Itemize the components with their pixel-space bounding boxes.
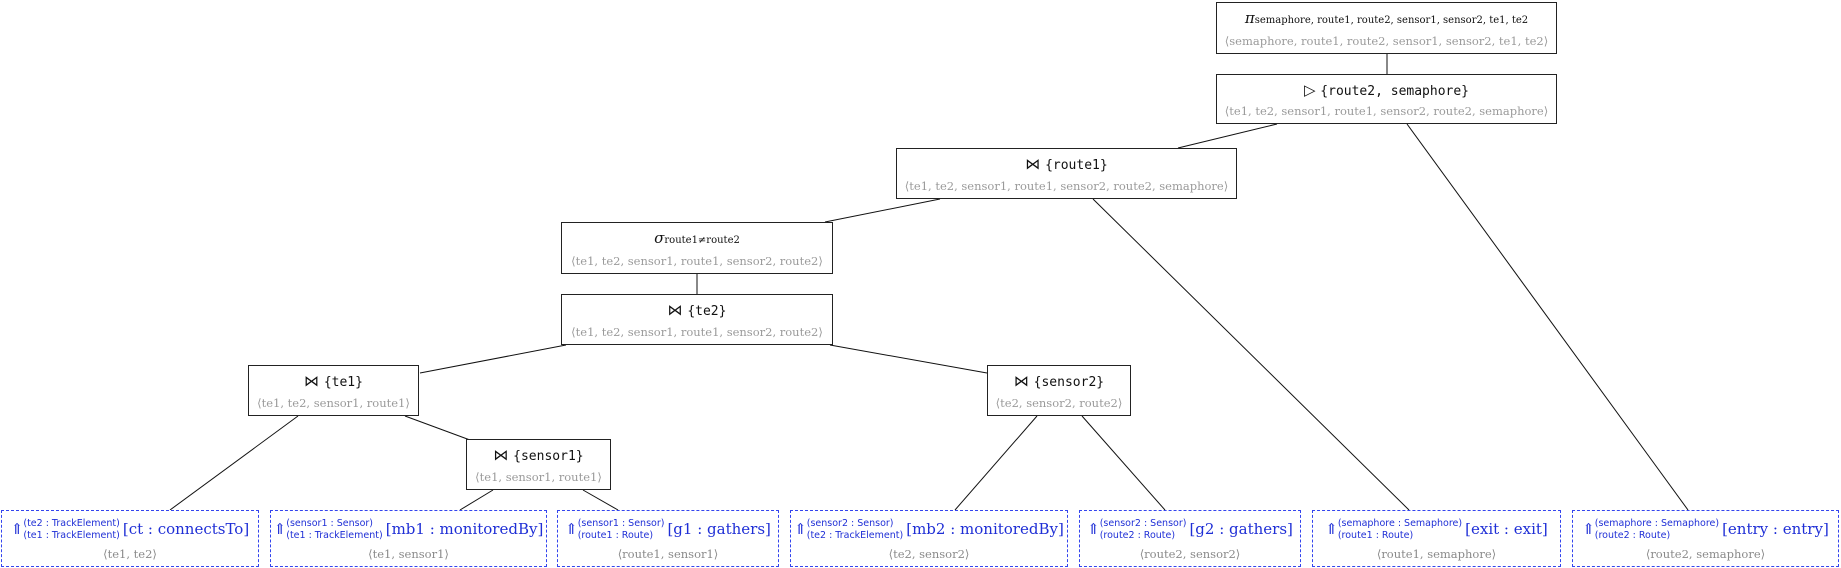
leaf-vars: ⟨te2, sensor2⟩ [888,547,970,561]
leaf-entry-entry: ⇑(semaphore : Semaphore)(route2 : Route)… [1572,510,1839,567]
leaf-down-type: (te1 : TrackElement) [23,530,120,541]
leaf-vars: ⟨route2, sensor2⟩ [1139,547,1241,561]
leaf-vars: ⟨te1, sensor1⟩ [368,547,449,561]
selection-symbol: σ [654,229,665,247]
join-te1-symbol: ⋈ [304,372,320,390]
leaf-edge-label: [g2 : gathers] [1189,520,1293,538]
join-te1-node: ⋈ {te1} ⟨te1, te2, sensor1, route1⟩ [248,365,419,416]
leaf-g2-gathers: ⇑(sensor2 : Sensor)(route2 : Route) [g2 :… [1079,510,1301,567]
leaf-up-type: (sensor2 : Sensor) [806,518,894,529]
join-route1-keys: {route1} [1045,158,1108,173]
leaf-g1-gathers: ⇑(sensor1 : Sensor)(route1 : Route) [g1 :… [557,510,779,567]
join-sensor2-node: ⋈ {sensor2} ⟨te2, sensor2, route2⟩ [987,365,1131,416]
leaf-exit-exit: ⇑(semaphore : Semaphore)(route1 : Route)… [1312,510,1561,567]
leaf-edge-label: [g1 : gathers] [667,520,771,538]
join-te2-vars: ⟨te1, te2, sensor1, route1, sensor2, rou… [571,325,823,339]
join-te2-symbol: ⋈ [667,301,683,319]
leaf-down-type: (te2 : TrackElement) [806,530,904,541]
leaf-mb1-monitoredby: ⇑(sensor1 : Sensor)(te1 : TrackElement)[… [270,510,547,567]
join-te1-vars: ⟨te1, te2, sensor1, route1⟩ [257,396,410,410]
edge-join-sensor2-leaf-g2 [1081,415,1166,511]
join-sensor1-keys: {sensor1} [513,449,584,464]
join-te2-node: ⋈ {te2} ⟨te1, te2, sensor1, route1, sens… [561,294,833,345]
join-sensor1-symbol: ⋈ [493,446,509,464]
leaf-edge-label: [mb1 : monitoredBy] [385,520,544,538]
leaf-vars: ⟨te1, te2⟩ [103,547,157,561]
leaf-edge-label: [exit : exit] [1465,520,1548,538]
leaf-down-type: (route2 : Route) [1099,530,1176,541]
leaf-up-type: (sensor1 : Sensor) [286,518,373,529]
leaf-edge-label: [ct : connectsTo] [122,520,250,538]
edge-join-route1-selection [824,198,941,223]
leaf-up-type: (te2 : TrackElement) [23,518,120,529]
join-sensor2-keys: {sensor2} [1033,375,1105,390]
antijoin-node: ▷ {route2, semaphore} ⟨te1, te2, sensor1… [1216,74,1557,124]
join-route1-symbol: ⋈ [1025,155,1041,173]
join-route1-vars: ⟨te1, te2, sensor1, route1, sensor2, rou… [904,179,1229,193]
leaf-down-type: (te1 : TrackElement) [286,530,383,541]
selection-cond: route1≠route2 [664,235,740,246]
antijoin-keys: {route2, semaphore} [1320,84,1470,99]
join-te1-keys: {te1} [323,375,363,390]
selection-node: σroute1≠route2 ⟨te1, te2, sensor1, route… [561,222,833,274]
leaf-edge-label: [entry : entry] [1722,520,1829,538]
edge-join-te2-join-te1 [419,344,567,374]
join-sensor2-symbol: ⋈ [1013,372,1029,390]
leaf-down-type: (route1 : Route) [577,530,654,541]
projection-attrs: semaphore, route1, route2, sensor1, sens… [1254,15,1529,26]
edge-join-te1-leaf-ct [169,415,299,511]
arrow-icon: ⇑ [10,520,24,538]
arrow-icon: ⇑ [565,520,578,538]
arrow-icon: ⇑ [1582,520,1595,538]
edge-join-te2-join-sensor2 [829,344,988,374]
join-route1-node: ⋈ {route1} ⟨te1, te2, sensor1, route1, s… [896,148,1237,199]
edge-join-te1-join-sensor1 [404,415,471,441]
leaf-down-type: (route2 : Route) [1594,530,1671,541]
arrow-icon: ⇑ [273,520,287,538]
leaf-up-type: (semaphore : Semaphore) [1337,518,1463,529]
selection-vars: ⟨te1, te2, sensor1, route1, sensor2, rou… [571,254,823,268]
leaf-vars: ⟨route2, semaphore⟩ [1645,547,1766,561]
join-te2-keys: {te2} [687,304,727,319]
antijoin-vars: ⟨te1, te2, sensor1, route1, sensor2, rou… [1224,104,1549,118]
join-sensor1-vars: ⟨te1, sensor1, route1⟩ [475,470,602,484]
edge-antijoin-join-route1 [1177,123,1278,149]
projection-symbol: π [1244,9,1255,27]
leaf-down-type: (route1 : Route) [1337,530,1414,541]
projection-node: πsemaphore, route1, route2, sensor1, sen… [1216,2,1557,54]
projection-vars: ⟨semaphore, route1, route2, sensor1, sen… [1224,34,1549,48]
antijoin-symbol: ▷ [1303,81,1316,99]
edge-join-sensor2-leaf-mb2 [954,415,1038,511]
leaf-up-type: (sensor2 : Sensor) [1099,518,1187,529]
edge-join-sensor1-leaf-mb1 [459,489,494,511]
leaf-up-type: (sensor1 : Sensor) [577,518,665,529]
join-sensor1-node: ⋈ {sensor1} ⟨te1, sensor1, route1⟩ [466,439,611,490]
leaf-vars: ⟨route1, semaphore⟩ [1376,547,1497,561]
edge-join-route1-leaf-exit [1092,198,1410,511]
leaf-edge-label: [mb2 : monitoredBy] [906,520,1064,538]
arrow-icon: ⇑ [1325,520,1338,538]
leaf-up-type: (semaphore : Semaphore) [1594,518,1720,529]
leaf-vars: ⟨route1, sensor1⟩ [617,547,719,561]
arrow-icon: ⇑ [1087,520,1100,538]
edge-join-sensor1-leaf-g1 [582,489,619,511]
edge-antijoin-leaf-entry [1406,123,1689,511]
leaf-mb2-monitoredby: ⇑(sensor2 : Sensor)(te2 : TrackElement)[… [790,510,1068,567]
arrow-icon: ⇑ [794,520,807,538]
leaf-ct-connectsto: ⇑(te2 : TrackElement)(te1 : TrackElement… [1,510,259,567]
join-sensor2-vars: ⟨te2, sensor2, route2⟩ [995,396,1123,410]
